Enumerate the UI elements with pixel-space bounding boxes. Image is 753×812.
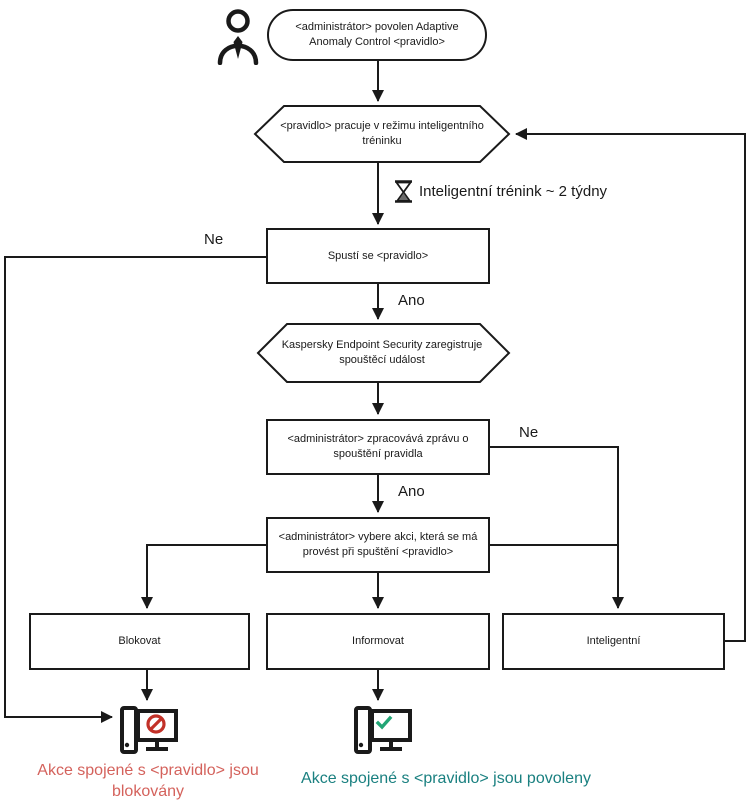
administrator-user-icon xyxy=(217,9,259,65)
box-admin-choose-action: <administrátor> vybere akci, která se má… xyxy=(266,517,490,573)
box-action-smart-label: Inteligentní xyxy=(586,635,641,648)
hexagon-register: Kaspersky Endpoint Security zaregistruje… xyxy=(278,324,486,382)
start-oval: <administrátor> povolen Adaptive Anomaly… xyxy=(267,9,487,61)
box-action-block-label: Blokovat xyxy=(118,635,161,648)
check-icon xyxy=(375,715,393,730)
computer-blocked-icon xyxy=(120,706,178,754)
result-allowed-text: Akce spojené s <pravidlo> jsou povoleny xyxy=(301,770,591,787)
box-rule-triggers-label: Spustí se <pravidlo> xyxy=(327,249,429,262)
box-action-inform-label: Informovat xyxy=(352,635,404,648)
box-admin-report: <administrátor> zpracovává zprávu o spou… xyxy=(266,419,490,475)
box-action-smart: Inteligentní xyxy=(502,613,725,670)
hexagon-training: <pravidlo> pracuje v režimu inteligentní… xyxy=(262,106,502,162)
box-action-inform: Informovat xyxy=(266,613,490,670)
edge-smart-feedback-loop xyxy=(515,128,746,642)
edge-label-ano-report: Ano xyxy=(398,483,425,500)
result-blocked-text: Akce spojené s <pravidlo> jsou blokovány xyxy=(37,762,259,801)
prohibit-icon xyxy=(146,714,166,734)
hexagon-training-shape xyxy=(253,105,511,163)
edge-label-ne-report: Ne xyxy=(519,424,539,441)
hexagon-register-label: Kaspersky Endpoint Security zaregistruje… xyxy=(281,339,483,366)
computer-allowed-icon xyxy=(354,706,412,754)
start-oval-label: <administrátor> povolen Adaptive Anomaly… xyxy=(295,21,459,48)
training-duration: Inteligentní trénink ~ 2 týdny xyxy=(394,180,607,203)
hourglass-icon xyxy=(395,180,412,203)
edge-choose-to-block xyxy=(141,544,266,609)
hexagon-training-label: <pravidlo> pracuje v režimu inteligentní… xyxy=(280,120,484,147)
edge-ne-right-branch xyxy=(490,446,624,609)
hexagon-register-shape xyxy=(256,323,511,383)
training-duration-label: Inteligentní trénink ~ 2 týdny xyxy=(419,183,608,200)
edge-label-ne-trigger: Ne xyxy=(204,231,224,248)
box-admin-choose-action-label: <administrátor> vybere akci, která se má… xyxy=(278,531,478,558)
edge-label-ano-trigger: Ano xyxy=(398,292,425,309)
box-action-block: Blokovat xyxy=(29,613,250,670)
box-admin-report-label: <administrátor> zpracovává zprávu o spou… xyxy=(287,433,469,460)
box-rule-triggers: Spustí se <pravidlo> xyxy=(266,228,490,284)
edge-ne-left-loop xyxy=(4,256,266,723)
